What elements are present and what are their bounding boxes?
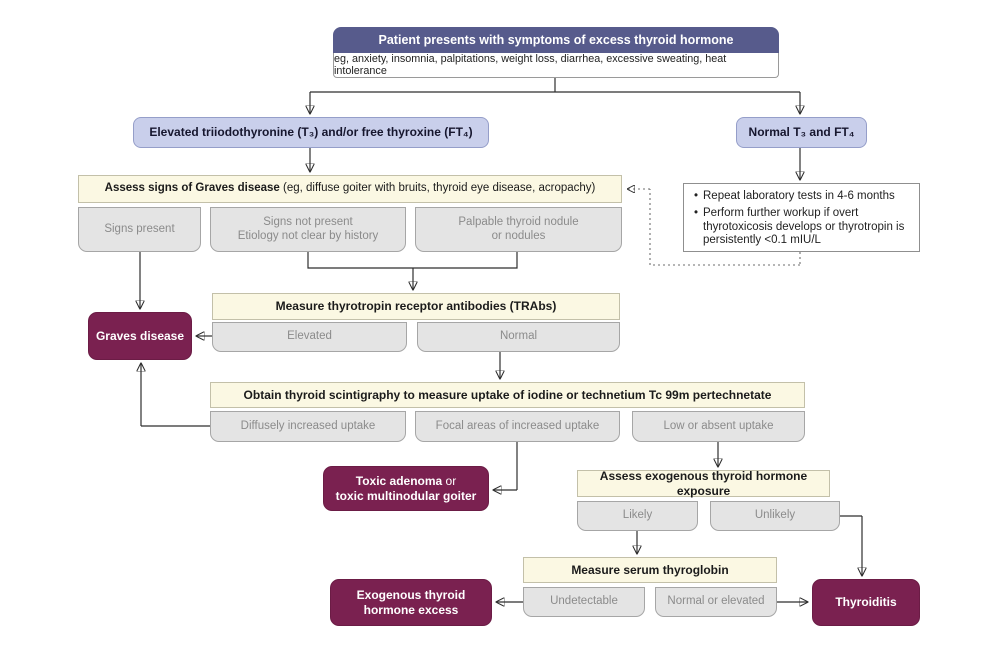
arrow-focal-to-toxic-adenoma xyxy=(494,442,518,490)
toxic-adenoma-node: Toxic adenoma or toxic multinodular goit… xyxy=(323,466,489,511)
start-title: Patient presents with symptoms of excess… xyxy=(333,27,779,53)
exogenous-line2: hormone excess xyxy=(363,602,459,617)
toxic-adenoma-or: or xyxy=(442,474,457,489)
undetectable-node: Undetectable xyxy=(523,587,645,617)
signs-not-present-line1: Signs not present xyxy=(263,215,353,228)
signs-present-node: Signs present xyxy=(78,207,201,252)
toxic-adenoma-bold: Toxic adenoma xyxy=(355,474,443,489)
normal-elevated-node: Normal or elevated xyxy=(655,587,777,617)
unlikely-node: Unlikely xyxy=(710,501,840,531)
measure-thyroglobin-node: Measure serum thyroglobin xyxy=(523,557,777,583)
assess-graves-bold: Assess signs of Graves disease xyxy=(104,182,280,195)
assess-exogenous-node: Assess exogenous thyroid hormone exposur… xyxy=(577,469,830,498)
arrow-unlikely-to-thyroiditis xyxy=(840,515,862,575)
measure-trabs-node: Measure thyrotropin receptor antibodies … xyxy=(212,293,620,320)
assess-graves-detail: (eg, diffuse goiter with bruits, thyroid… xyxy=(279,182,596,195)
followup-recommendations-node: Repeat laboratory tests in 4-6 months Pe… xyxy=(683,183,920,252)
likely-node: Likely xyxy=(577,501,698,531)
scintigraphy-node: Obtain thyroid scintigraphy to measure u… xyxy=(210,382,805,408)
palpable-nodule-node: Palpable thyroid nodule or nodules xyxy=(415,207,622,252)
palpable-line2: or nodules xyxy=(491,229,546,242)
start-node: Patient presents with symptoms of excess… xyxy=(333,27,779,78)
symptoms-subtitle: eg, anxiety, insomnia, palpitations, wei… xyxy=(333,53,779,78)
toxic-adenoma-line2: toxic multinodular goiter xyxy=(335,488,477,503)
arrow-merge-to-trabs xyxy=(307,252,518,289)
followup-bullet-1: Repeat laboratory tests in 4-6 months xyxy=(692,190,895,204)
graves-disease-node: Graves disease xyxy=(88,312,192,360)
assess-graves-node: Assess signs of Graves disease (eg, diff… xyxy=(78,175,622,203)
arrow-diffuse-to-graves xyxy=(141,364,210,427)
focal-uptake-node: Focal areas of increased uptake xyxy=(415,411,620,442)
normal-levels-node: Normal T₃ and FT₄ xyxy=(736,117,867,148)
exogenous-line1: Exogenous thyroid xyxy=(356,588,466,603)
exogenous-excess-node: Exogenous thyroid hormone excess xyxy=(330,579,492,626)
signs-not-present-node: Signs not present Etiology not clear by … xyxy=(210,207,406,252)
trabs-normal-node: Normal xyxy=(417,322,620,352)
palpable-line1: Palpable thyroid nodule xyxy=(458,215,579,228)
elevated-thyroxine-node: Elevated triiodothyronine (T₃) and/or fr… xyxy=(133,117,489,148)
diffuse-uptake-node: Diffusely increased uptake xyxy=(210,411,406,442)
arrow-start-split xyxy=(310,78,800,113)
low-uptake-node: Low or absent uptake xyxy=(632,411,805,442)
thyroiditis-node: Thyroiditis xyxy=(812,579,920,626)
signs-not-present-line2: Etiology not clear by history xyxy=(237,229,379,242)
followup-bullet-2: Perform further workup if overt thyrotox… xyxy=(692,207,911,248)
trabs-elevated-node: Elevated xyxy=(212,322,407,352)
